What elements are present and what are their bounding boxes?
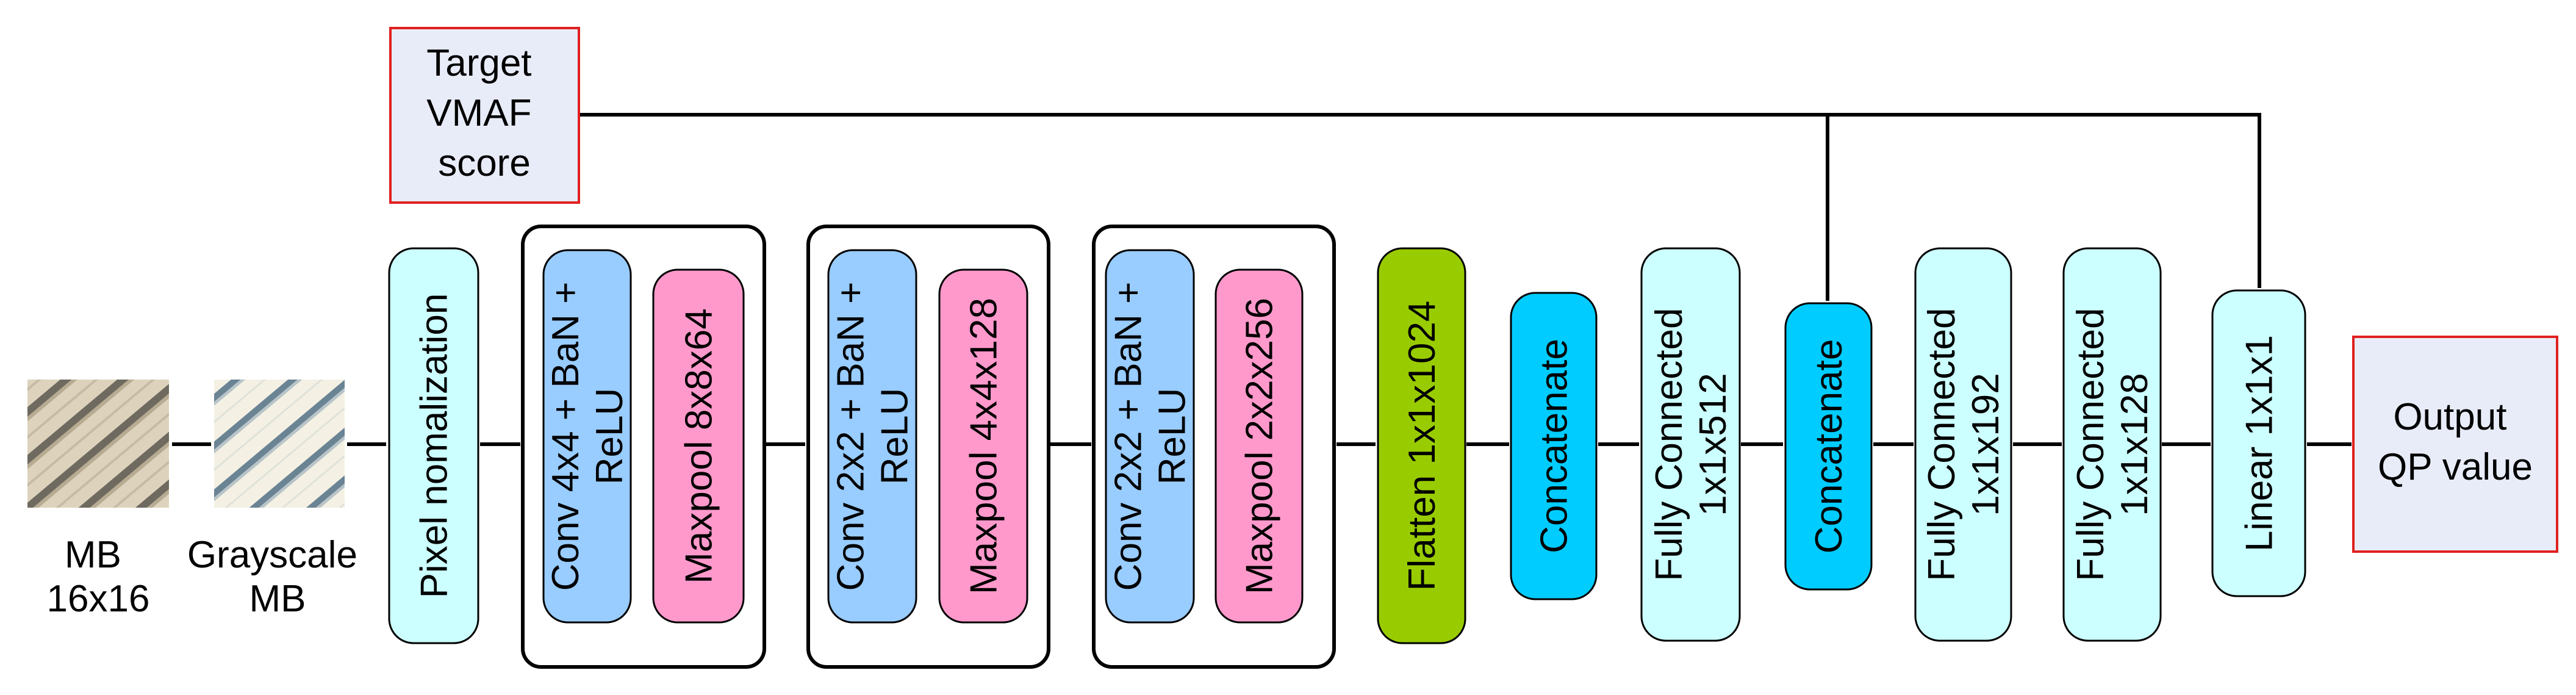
concatenate-layer-1: Concatenate <box>1510 292 1598 600</box>
fully-connected-192-layer: Fully Connected1x1x192 <box>1914 247 2012 642</box>
conv-block-1-container <box>521 225 766 669</box>
linear-layer-box <box>2211 289 2306 597</box>
target-feed-line <box>579 113 2261 288</box>
pixel-normalization-layer: Pixel nomalization <box>388 247 479 644</box>
fully-connected-128-layer: Fully Connected1x1x128 <box>2062 247 2162 642</box>
conv3-layer: Conv 2x2 + BaN +ReLU <box>1105 249 1195 624</box>
maxpool2-layer: Maxpool 4x4x128 <box>938 268 1028 624</box>
maxpool1-layer-label: Maxpool 8x8x64 <box>678 308 720 584</box>
fully-connected-128-layer-label: Fully Connected1x1x128 <box>2070 308 2156 581</box>
target-vmaf-box: Target VMAF score <box>389 27 580 204</box>
fully-connected-512-layer-box <box>1640 247 1741 642</box>
concatenate-layer-2-box <box>1784 302 1873 591</box>
conv-block-3-container <box>1092 225 1336 669</box>
layers: Pixel nomalization Conv 4x4 + BaN +ReLU Ma… <box>388 247 2306 644</box>
concatenate-layer-2-label: Concatenate <box>1808 339 1850 554</box>
conv-block-2-container <box>806 225 1050 669</box>
grayscale-mb-label: Grayscale MB <box>187 534 368 620</box>
concatenate-layer-2: Concatenate <box>1784 302 1873 591</box>
grayscale-mb-image <box>214 380 345 508</box>
pixel-normalization-layer-box <box>388 247 479 644</box>
linear-layer-label: Linear 1x1x1 <box>2239 335 2281 552</box>
maxpool3-layer-box <box>1214 268 1304 624</box>
connectors <box>172 113 2352 446</box>
grayscale-mb-input: Grayscale MB <box>187 380 368 620</box>
conv3-layer-label: Conv 2x2 + BaN +ReLU <box>1108 282 1194 591</box>
fully-connected-192-layer-label: Fully Connected1x1x192 <box>1921 308 2007 581</box>
maxpool3-layer: Maxpool 2x2x256 <box>1214 268 1304 624</box>
conv2-layer-box <box>827 249 917 624</box>
conv2-layer: Conv 2x2 + BaN +ReLU <box>827 249 917 624</box>
output-qp-box: Output QP value <box>2352 336 2558 553</box>
concatenate-layer-1-label: Concatenate <box>1534 339 1576 553</box>
maxpool2-layer-label: Maxpool 4x4x128 <box>963 298 1005 594</box>
conv1-layer: Conv 4x4 + BaN +ReLU <box>542 249 632 624</box>
pixel-normalization-layer-label: Pixel nomalization <box>414 293 456 599</box>
flatten-layer: Flatten 1x1x1024 <box>1377 247 1466 644</box>
conv1-layer-label: Conv 4x4 + BaN +ReLU <box>545 282 631 591</box>
maxpool3-layer-label: Maxpool 2x2x256 <box>1239 298 1281 594</box>
fully-connected-512-layer: Fully Connected1x1x512 <box>1640 247 1741 642</box>
conv3-layer-box <box>1105 249 1195 624</box>
maxpool1-layer-box <box>652 268 745 624</box>
concatenate-layer-1-box <box>1510 292 1598 600</box>
linear-layer: Linear 1x1x1 <box>2211 289 2306 597</box>
mb-image <box>27 380 169 508</box>
maxpool2-layer-box <box>938 268 1028 624</box>
maxpool1-layer: Maxpool 8x8x64 <box>652 268 745 624</box>
fully-connected-512-layer-label: Fully Connected1x1x512 <box>1648 308 1734 581</box>
target-vmaf-label: Target VMAF score <box>426 42 542 184</box>
output-qp-label: Output QP value <box>2378 396 2533 488</box>
conv1-layer-box <box>542 249 632 624</box>
mb-label: MB 16x16 <box>47 534 150 620</box>
mb-input: MB 16x16 <box>27 380 169 620</box>
flatten-layer-box <box>1377 247 1466 644</box>
fully-connected-128-layer-box <box>2062 247 2162 642</box>
fully-connected-192-layer-box <box>1914 247 2012 642</box>
conv2-layer-label: Conv 2x2 + BaN +ReLU <box>830 282 916 591</box>
flatten-layer-label: Flatten 1x1x1024 <box>1401 301 1443 591</box>
